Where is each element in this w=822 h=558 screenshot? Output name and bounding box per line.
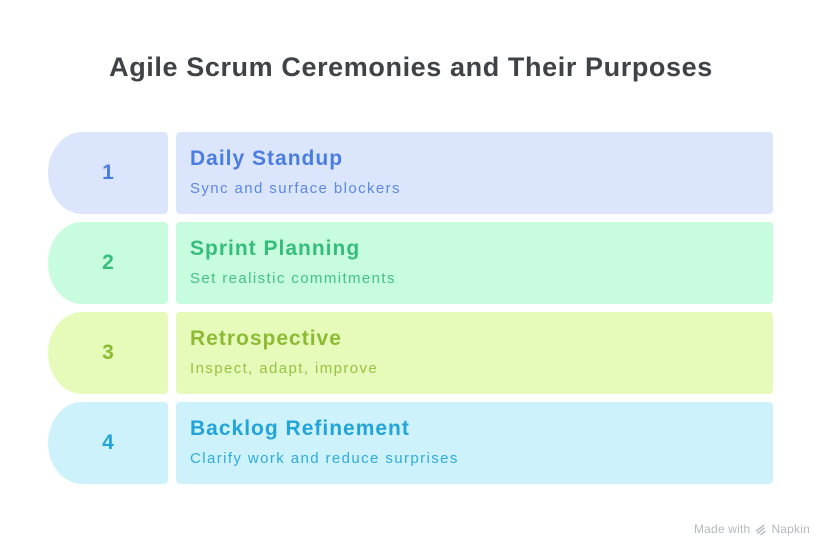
ceremony-card: Daily Standup Sync and surface blockers (176, 132, 773, 214)
brand-label: Napkin (771, 522, 810, 536)
ceremony-row-retrospective: 3 Retrospective Inspect, adapt, improve (48, 312, 773, 394)
watermark: Made with Napkin (694, 522, 810, 536)
step-number-badge: 4 (48, 402, 168, 484)
ceremony-row-sprint-planning: 2 Sprint Planning Set realistic commitme… (48, 222, 773, 304)
ceremony-card: Retrospective Inspect, adapt, improve (176, 312, 773, 394)
made-with-label: Made with (693, 522, 751, 536)
napkin-scribble-icon (754, 523, 767, 536)
step-number-badge: 3 (48, 312, 168, 394)
ceremony-title: Retrospective (190, 327, 342, 350)
ceremony-description: Set realistic commitments (190, 270, 396, 287)
page-title: Agile Scrum Ceremonies and Their Purpose… (109, 52, 713, 82)
ceremony-description: Sync and surface blockers (190, 180, 401, 197)
ceremony-description: Inspect, adapt, improve (190, 360, 379, 377)
ceremony-title: Daily Standup (190, 147, 344, 170)
ceremony-list: 1 Daily Standup Sync and surface blocker… (48, 132, 773, 484)
ceremony-description: Clarify work and reduce surprises (190, 450, 459, 467)
ceremony-row-daily-standup: 1 Daily Standup Sync and surface blocker… (48, 132, 773, 214)
step-number-badge: 1 (48, 132, 168, 214)
ceremony-row-backlog-refinement: 4 Backlog Refinement Clarify work and re… (48, 402, 773, 484)
step-number-badge: 2 (48, 222, 168, 304)
ceremony-title: Sprint Planning (190, 237, 361, 260)
ceremony-card: Backlog Refinement Clarify work and redu… (176, 402, 773, 484)
ceremony-title: Backlog Refinement (190, 417, 410, 440)
ceremony-card: Sprint Planning Set realistic commitment… (176, 222, 773, 304)
